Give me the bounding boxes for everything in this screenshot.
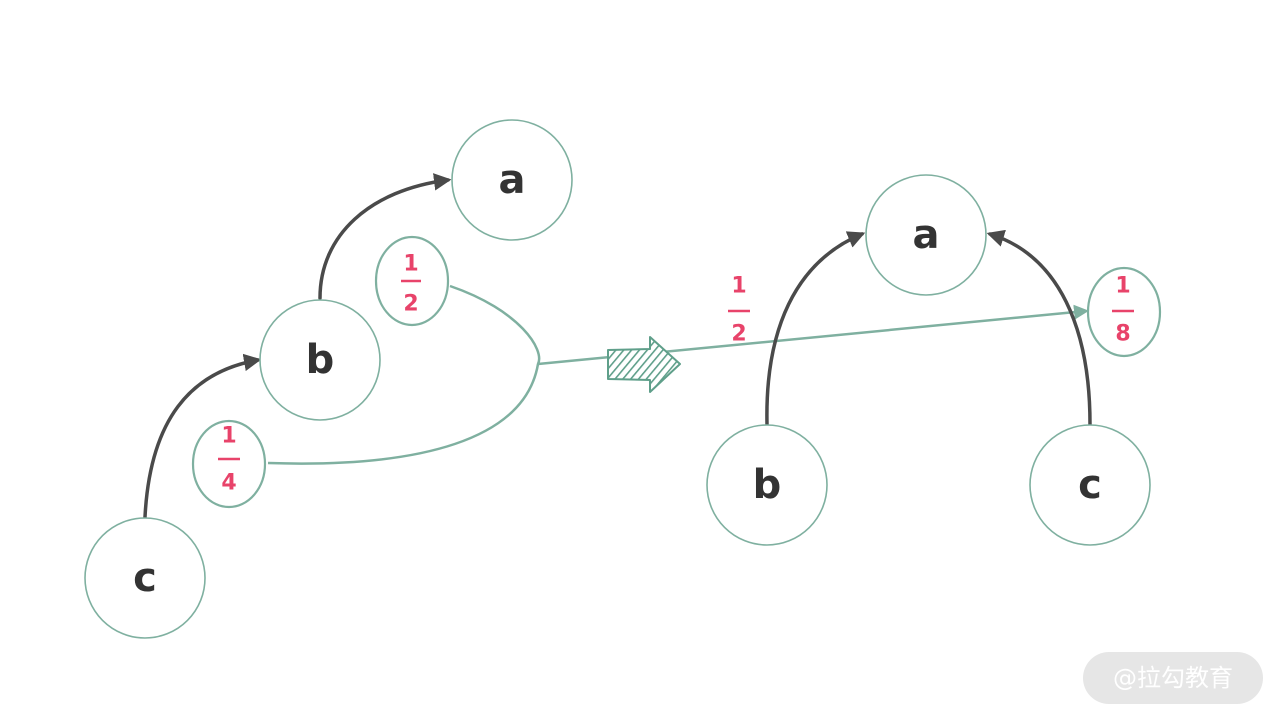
right-node-c: c bbox=[1029, 424, 1151, 546]
left-node-c: c bbox=[84, 517, 206, 639]
left-fraction-quarter-denominator: 4 bbox=[221, 471, 236, 496]
right-node-b: b bbox=[706, 424, 828, 546]
right-fraction-eighth-numerator: 1 bbox=[1115, 274, 1130, 299]
right-edge-label-denominator: 2 bbox=[731, 322, 746, 347]
right-diagram: a b c 1 2 1 8 bbox=[706, 174, 1162, 546]
left-node-c-label: c bbox=[133, 555, 157, 601]
left-fraction-half: 1 2 bbox=[374, 235, 450, 327]
left-node-a-label: a bbox=[499, 157, 526, 203]
edge-right-c-to-a bbox=[986, 229, 1092, 426]
right-edge-label-numerator: 1 bbox=[731, 274, 746, 299]
edge-left-c-to-b bbox=[143, 353, 262, 519]
watermark: @拉勾教育 bbox=[1083, 652, 1263, 704]
left-node-b-label: b bbox=[306, 337, 335, 383]
right-node-c-label: c bbox=[1078, 462, 1102, 508]
right-node-b-label: b bbox=[753, 462, 782, 508]
left-node-a: a bbox=[451, 119, 573, 241]
right-fraction-eighth: 1 8 bbox=[1086, 266, 1162, 358]
right-edge-label-half: 1 2 bbox=[728, 274, 750, 347]
left-fraction-half-numerator: 1 bbox=[403, 252, 418, 277]
left-green-merge-curve bbox=[267, 284, 541, 465]
right-node-a-label: a bbox=[913, 212, 940, 258]
right-fraction-eighth-denominator: 8 bbox=[1115, 322, 1130, 347]
left-node-b: b bbox=[259, 299, 381, 421]
left-fraction-quarter-numerator: 1 bbox=[221, 424, 236, 449]
edge-right-b-to-a bbox=[765, 231, 866, 426]
left-fraction-quarter: 1 4 bbox=[191, 419, 267, 509]
watermark-text: @拉勾教育 bbox=[1113, 664, 1233, 692]
transform-arrow-icon bbox=[607, 336, 681, 393]
right-node-a: a bbox=[865, 174, 987, 296]
edge-left-b-to-a bbox=[318, 173, 452, 300]
left-fraction-half-denominator: 2 bbox=[403, 292, 418, 317]
left-diagram: a b c 1 2 1 4 bbox=[84, 119, 1089, 639]
